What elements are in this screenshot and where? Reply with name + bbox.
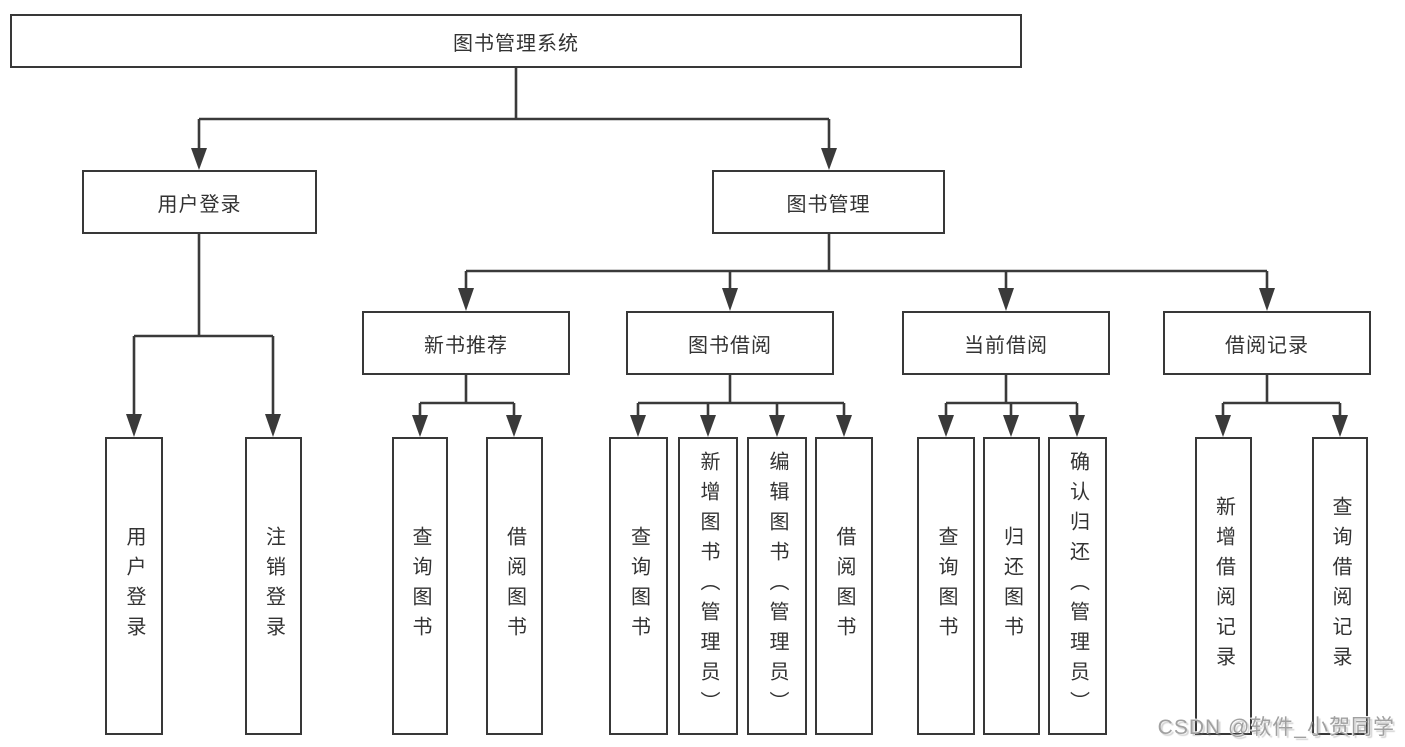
- node-label: 图书借阅: [688, 334, 772, 357]
- leaf-return-book: 归还图书: [983, 437, 1040, 735]
- node-book-management: 图书管理: [712, 170, 945, 234]
- node-label: 借阅图书: [503, 526, 526, 646]
- arrowhead-icon: [458, 288, 474, 311]
- node-label: 查询图书: [935, 526, 957, 646]
- arrowhead-icon: [1332, 415, 1348, 437]
- node-borrow-records: 借阅记录: [1163, 311, 1371, 375]
- leaf-borrow-books: 借阅图书: [815, 437, 873, 735]
- arrowhead-icon: [722, 288, 738, 311]
- node-label: 借阅记录: [1225, 334, 1309, 357]
- watermark: CSDN @软件_小贺同学: [1157, 716, 1395, 739]
- leaf-user-login: 用户登录: [105, 437, 163, 735]
- arrowhead-icon: [1003, 415, 1019, 437]
- node-label: 查询图书: [627, 526, 650, 646]
- arrowhead-icon: [265, 414, 281, 437]
- leaf-borrow-books-recommend: 借阅图书: [486, 437, 543, 735]
- node-label: 用户登录: [123, 526, 145, 646]
- node-label: 确认归还（管理员）: [1066, 451, 1089, 721]
- node-label: 借阅图书: [833, 526, 855, 646]
- leaf-confirm-return-admin: 确认归还（管理员）: [1048, 437, 1107, 735]
- node-label: 当前借阅: [964, 334, 1048, 357]
- node-label: 新增借阅记录: [1212, 496, 1235, 676]
- leaf-logout: 注销登录: [245, 437, 302, 735]
- node-current-borrow: 当前借阅: [902, 311, 1110, 375]
- arrowhead-icon: [630, 415, 646, 437]
- arrowhead-icon: [412, 415, 428, 437]
- node-new-book-recommend: 新书推荐: [362, 311, 570, 375]
- node-label: 用户登录: [157, 193, 242, 216]
- node-root: 图书管理系统: [10, 14, 1022, 68]
- arrowhead-icon: [836, 415, 852, 437]
- leaf-query-books-recommend: 查询图书: [392, 437, 448, 735]
- arrowhead-icon: [126, 414, 142, 437]
- leaf-query-borrow-record: 查询借阅记录: [1312, 437, 1368, 735]
- arrowhead-icon: [998, 288, 1014, 311]
- leaf-edit-book-admin: 编辑图书（管理员）: [747, 437, 807, 735]
- arrowhead-icon: [1259, 288, 1275, 311]
- arrowhead-icon: [821, 148, 837, 170]
- arrowhead-icon: [938, 415, 954, 437]
- arrowhead-icon: [700, 415, 716, 437]
- leaf-add-borrow-record: 新增借阅记录: [1195, 437, 1252, 735]
- leaf-query-books-borrow: 查询图书: [609, 437, 668, 735]
- arrowhead-icon: [506, 415, 522, 437]
- arrowhead-icon: [769, 415, 785, 437]
- arrowhead-icon: [1069, 415, 1085, 437]
- node-label: 编辑图书（管理员）: [766, 451, 788, 721]
- node-label: 新增图书（管理员）: [697, 451, 719, 721]
- leaf-query-books-current: 查询图书: [917, 437, 975, 735]
- node-user-login: 用户登录: [82, 170, 317, 234]
- node-label: 新书推荐: [424, 334, 508, 357]
- node-label: 图书管理系统: [453, 32, 579, 55]
- node-label: 查询图书: [409, 526, 431, 646]
- node-label: 归还图书: [1000, 526, 1023, 646]
- node-book-borrow: 图书借阅: [626, 311, 834, 375]
- node-label: 注销登录: [262, 526, 285, 646]
- arrowhead-icon: [191, 148, 207, 170]
- node-label: 查询借阅记录: [1329, 496, 1351, 676]
- leaf-add-book-admin: 新增图书（管理员）: [678, 437, 738, 735]
- arrowhead-icon: [1215, 415, 1231, 437]
- node-label: 图书管理: [786, 193, 871, 216]
